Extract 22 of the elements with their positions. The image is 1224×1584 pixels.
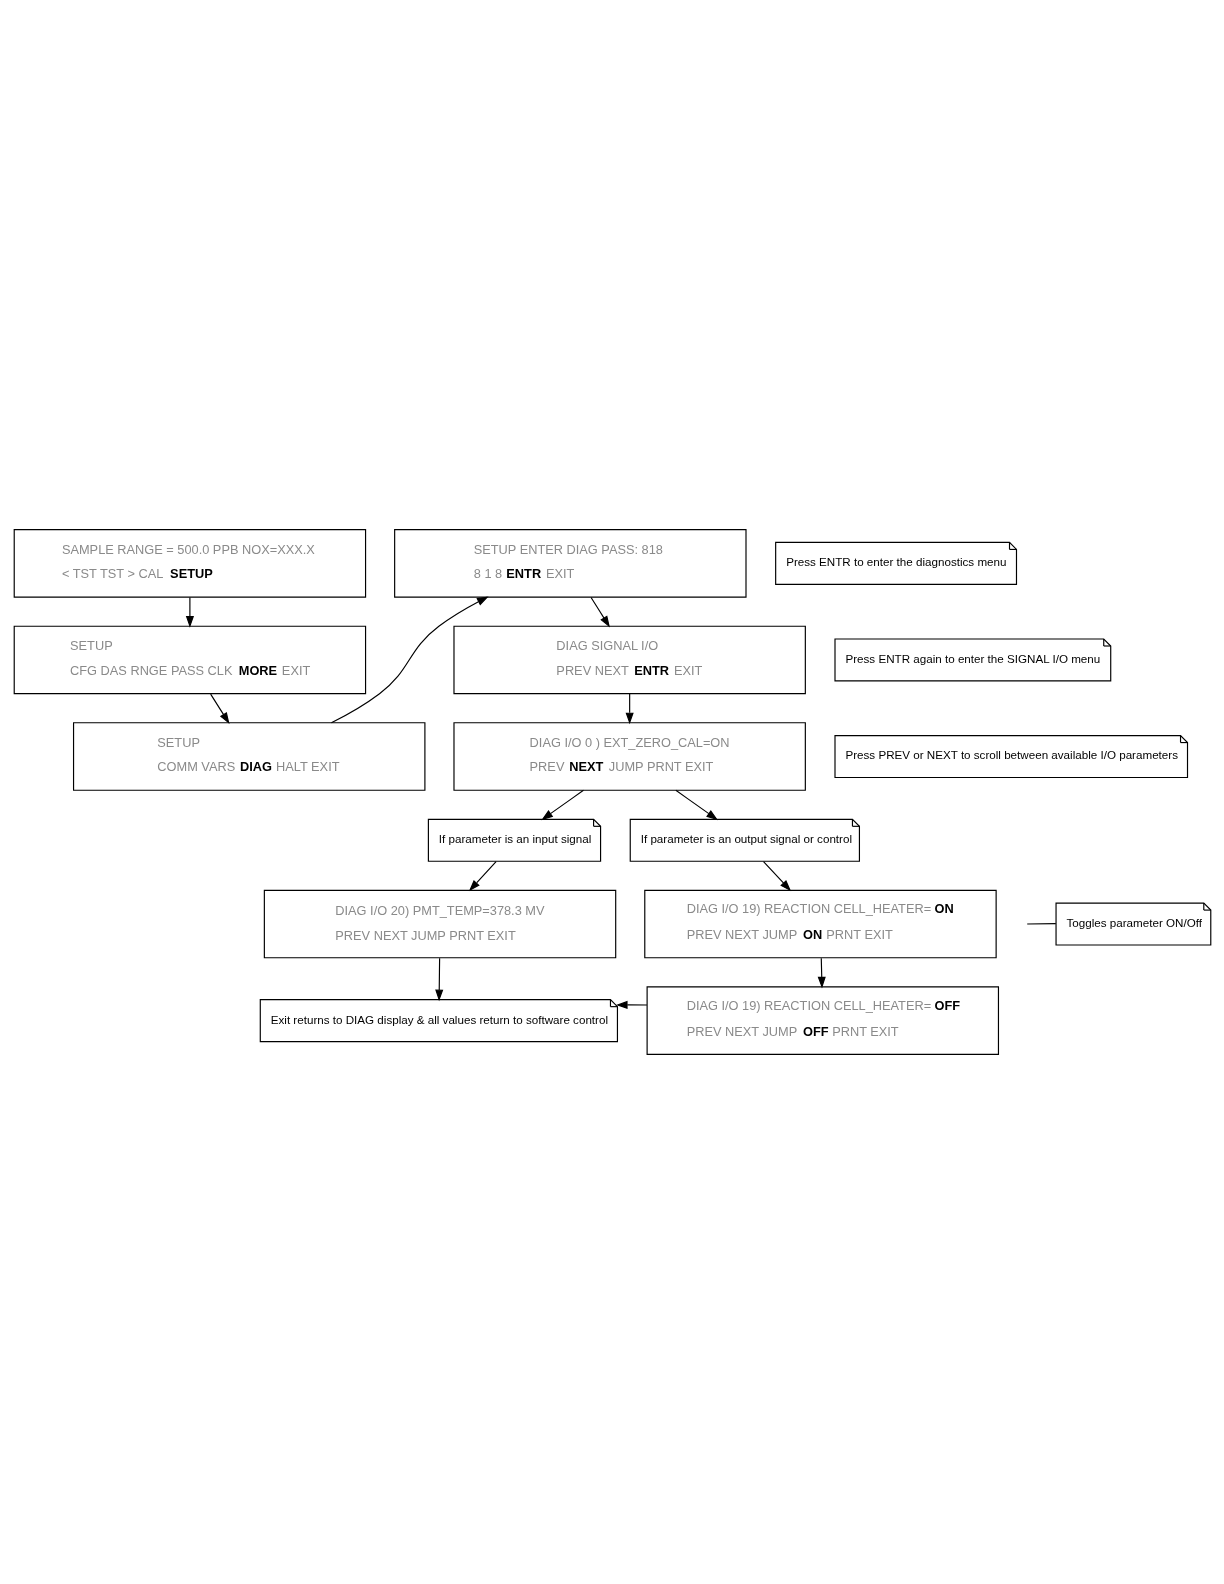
node-box: DIAG I/O 19) REACTION CELL_HEATER=ON PREV NEXT JUMP ON PRNT EXIT [643,889,997,959]
arrow [817,957,826,989]
arrow [762,861,791,892]
node-box: DIAG I/O 0 ) EXT_ZERO_CAL=ON PREV NEXT JUMP PRNT EXIT [452,722,806,791]
arrow [330,596,489,724]
node-box: SETUP COMM VARS DIAG HALT EXIT [72,722,425,791]
node-box: DIAG I/O 19) REACTION CELL_HEATER=OFF PREV NEXT JUMP OFF PRNT EXIT [646,986,999,1055]
node-box: SETUP ENTER DIAG PASS: 818 8 1 8 ENTR EXIT [393,529,747,598]
arrow [625,693,634,725]
node-box: SETUP CFG DAS RNGE PASS CLK MORE EXIT [13,625,366,695]
node-box: DIAG SIGNAL I/O PREV NEXT ENTR EXIT [452,625,806,695]
arrow [674,789,718,821]
node-box: DIAG I/O 20) PMT_TEMP=378.3 MV PREV NEXT JUMP PRNT EXIT [263,889,616,959]
arrow [615,1000,648,1009]
arrow [185,596,194,628]
connector [1026,923,1056,925]
arrow [209,693,230,725]
node-box: SAMPLE RANGE = 500.0 PPB NOX=XXX.X < TST TST > CAL SETUP [13,529,366,598]
arrow [540,789,584,821]
arrow [434,957,443,1002]
arrow [590,596,610,628]
arrow [468,861,497,892]
